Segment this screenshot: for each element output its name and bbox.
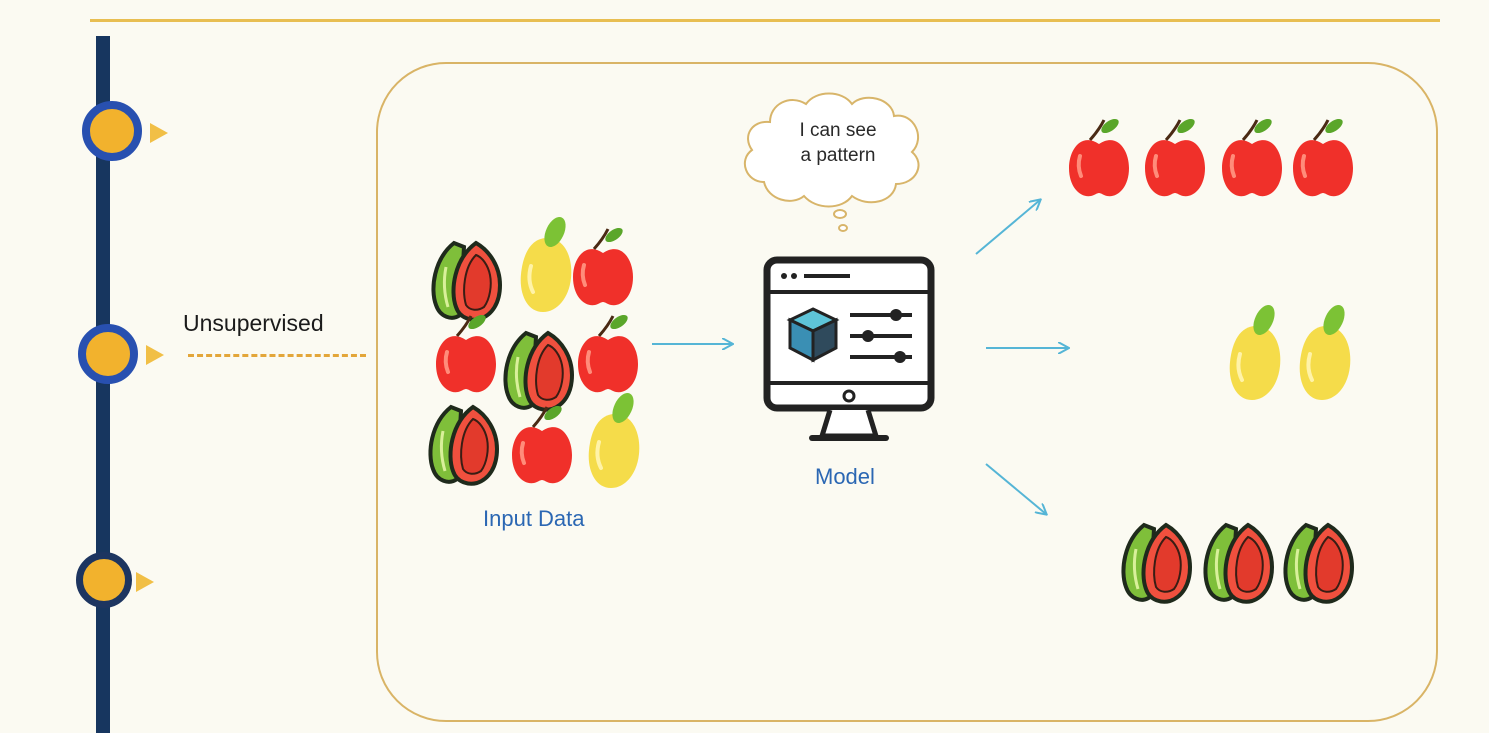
apple-icon — [573, 225, 633, 305]
apple-icon — [1145, 116, 1205, 196]
guava-icon — [1123, 525, 1190, 602]
input-data-caption: Input Data — [483, 506, 585, 532]
mango-icon — [589, 390, 640, 488]
cube-icon — [790, 309, 836, 360]
thought-line-2: a pattern — [768, 143, 908, 168]
apple-icon — [1222, 116, 1282, 196]
arrow-icon — [976, 200, 1040, 254]
guava-icon — [430, 407, 497, 484]
mango-icon — [1230, 302, 1281, 400]
apple-icon — [1069, 116, 1129, 196]
apple-icon — [578, 312, 638, 392]
guava-icon — [1285, 525, 1352, 602]
model-caption: Model — [815, 464, 875, 490]
apple-icon — [512, 403, 572, 483]
mango-icon — [1300, 302, 1351, 400]
thought-line-1: I can see — [768, 118, 908, 143]
mango-icon — [521, 214, 572, 312]
apple-icon — [1293, 116, 1353, 196]
guava-icon — [1205, 525, 1272, 602]
apple-icon — [436, 312, 496, 392]
guava-icon — [433, 243, 500, 320]
guava-icon — [505, 333, 572, 410]
thought-bubble-text: I can see a pattern — [768, 118, 908, 168]
arrow-icon — [986, 464, 1046, 514]
